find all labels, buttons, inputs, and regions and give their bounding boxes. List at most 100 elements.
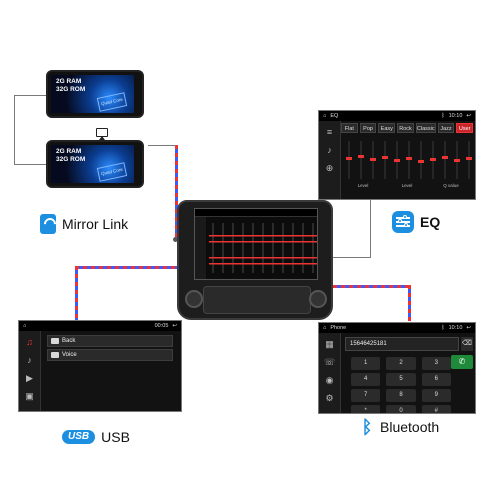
key-8[interactable]: 8: [386, 389, 416, 402]
folder-icon: [51, 338, 59, 344]
bluetooth-status-icon: ᛒ: [441, 113, 445, 119]
key-1[interactable]: 1: [351, 357, 381, 370]
status-bar: ⌂ EQ ᛒ 10:10 ↩: [319, 111, 475, 121]
screen-title: EQ: [330, 113, 339, 119]
feature-label: EQ: [420, 214, 441, 230]
home-icon[interactable]: ⌂: [23, 323, 27, 329]
phone-screen: ⌂ Phone ᛒ 10:10 ↩ ▦ ☏ ◉ ⚙ 15646425181 ⌫ …: [318, 322, 476, 414]
footer-label: Level: [401, 183, 413, 188]
head-unit-eq-graphic: [209, 223, 317, 273]
picture-icon[interactable]: ▣: [25, 391, 34, 401]
tab-pop[interactable]: Pop: [359, 123, 377, 133]
connector-line: [75, 266, 177, 269]
feature-eq: EQ: [392, 211, 440, 233]
home-icon[interactable]: ⌂: [323, 325, 327, 331]
folder-icon: [51, 352, 59, 358]
call-button[interactable]: ✆: [451, 355, 473, 369]
call-log-icon[interactable]: ☏: [323, 357, 336, 367]
eq-screen: ⌂ EQ ᛒ 10:10 ↩ ≡ ♪ ⊕ Flat Pop Easy Rock …: [318, 110, 476, 200]
eq-tabs: Flat Pop Easy Rock Classic Jazz User: [341, 123, 474, 133]
eq-icon[interactable]: ≡: [326, 127, 333, 137]
usb-screen: ⌂ 00:05 ↩ ♫ ♪ ▶ ▣ Back Voice: [18, 320, 182, 412]
connector-line: [14, 95, 15, 165]
climate-panel: [203, 286, 311, 314]
feature-mirror-link: Mirror Link: [40, 214, 128, 234]
eq-sliders[interactable]: [345, 139, 473, 181]
feature-label: Mirror Link: [62, 216, 129, 232]
connector-line: [333, 257, 371, 258]
connector-line: [14, 95, 46, 96]
key-2[interactable]: 2: [386, 357, 416, 370]
sound-icon[interactable]: ♪: [327, 145, 332, 155]
tab-flat[interactable]: Flat: [341, 123, 358, 133]
usb-icon: USB: [62, 430, 96, 444]
key-0[interactable]: 0: [386, 405, 416, 413]
dialpad-icon[interactable]: ▦: [325, 339, 334, 349]
tab-easy[interactable]: Easy: [378, 123, 396, 133]
head-unit-screen: [194, 208, 318, 280]
backspace-button[interactable]: ⌫: [461, 337, 473, 351]
feature-label: Bluetooth: [380, 419, 440, 435]
footer-label: Level: [357, 183, 369, 188]
list-item[interactable]: Back: [47, 335, 173, 347]
key-hash[interactable]: #: [421, 405, 451, 413]
screen-title: Phone: [330, 325, 347, 331]
dial-number-input[interactable]: 15646425181: [345, 337, 459, 351]
tab-jazz[interactable]: Jazz: [437, 123, 455, 133]
file-name: Back: [62, 338, 76, 344]
volume-knob[interactable]: [185, 290, 203, 308]
tab-rock[interactable]: Rock: [397, 123, 414, 133]
video-icon[interactable]: ▶: [26, 373, 33, 383]
feature-bluetooth: ᛒ Bluetooth: [360, 417, 440, 437]
key-4[interactable]: 4: [351, 373, 381, 386]
connector-dot: [173, 237, 178, 242]
connector-line: [408, 285, 411, 321]
key-7[interactable]: 7: [351, 389, 381, 402]
connector-line: [148, 145, 176, 146]
back-icon[interactable]: ↩: [172, 323, 177, 329]
settings-icon[interactable]: ⚙: [325, 393, 334, 403]
clock: 00:05: [154, 323, 169, 329]
connector-line: [175, 145, 178, 240]
back-icon[interactable]: ↩: [466, 325, 471, 331]
tune-knob[interactable]: [309, 290, 327, 308]
clock: 10:10: [448, 325, 463, 331]
feature-label: USB: [101, 429, 130, 445]
screen-cast-icon: [96, 128, 108, 140]
connector-line: [75, 266, 78, 320]
bluetooth-status-icon: ᛒ: [441, 325, 445, 331]
mirror-link-icon: [40, 214, 56, 234]
music-icon[interactable]: ♫: [26, 337, 33, 347]
key-5[interactable]: 5: [386, 373, 416, 386]
music-note-icon[interactable]: ♪: [27, 355, 32, 365]
key-3[interactable]: 3: [421, 357, 451, 370]
home-icon[interactable]: ⌂: [323, 113, 327, 119]
sidebar: ▦ ☏ ◉ ⚙: [319, 333, 341, 413]
key-star[interactable]: *: [351, 405, 381, 413]
contacts-icon[interactable]: ◉: [325, 375, 334, 385]
equalizer-icon: [392, 211, 414, 233]
bluetooth-icon: ᛒ: [361, 417, 373, 437]
status-bar: ⌂ 00:05 ↩: [19, 321, 181, 331]
keypad: 1 2 3 4 5 6 7 8 9 * 0 #: [351, 357, 451, 413]
feature-usb: USB USB: [62, 429, 130, 445]
connector-line: [370, 198, 371, 258]
back-icon[interactable]: ↩: [466, 113, 471, 119]
car-head-unit: [177, 200, 333, 320]
file-name: Voice: [62, 352, 77, 358]
key-9[interactable]: 9: [421, 389, 451, 402]
connector-line: [14, 164, 46, 165]
clock: 10:10: [448, 113, 463, 119]
status-bar: ⌂ Phone ᛒ 10:10 ↩: [319, 323, 475, 333]
key-6[interactable]: 6: [421, 373, 451, 386]
tab-classic[interactable]: Classic: [415, 123, 436, 133]
fader-icon[interactable]: ⊕: [325, 163, 334, 173]
list-item[interactable]: Voice: [47, 349, 173, 361]
tab-user[interactable]: User: [456, 123, 474, 133]
eq-footer: Level Level Q value: [341, 183, 473, 197]
connector-line: [333, 285, 409, 288]
